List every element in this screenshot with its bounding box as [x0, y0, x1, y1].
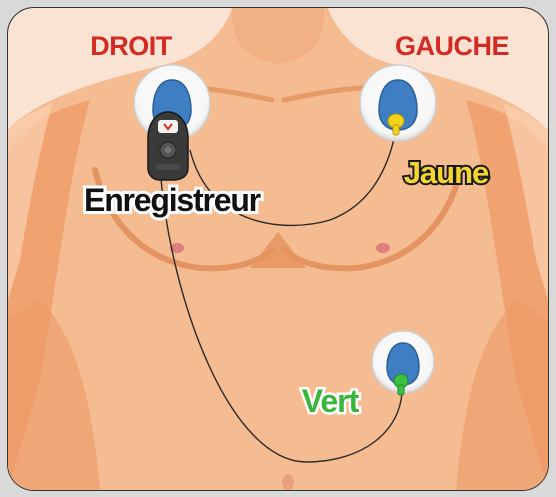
recorder-device-icon — [148, 112, 188, 180]
left-nipple — [376, 243, 390, 253]
green-lead-label: Vert — [302, 383, 360, 419]
right-side-label: DROIT — [90, 31, 173, 61]
recorder-label: Enregistreur — [84, 182, 261, 218]
left-side-label: GAUCHE — [395, 31, 509, 61]
yellow-lead-label: Jaune — [404, 155, 489, 190]
